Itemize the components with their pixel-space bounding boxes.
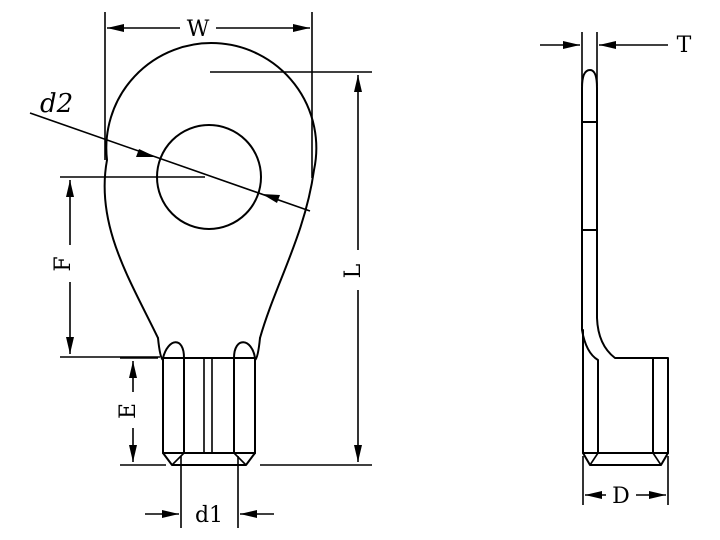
label-f: F — [51, 256, 76, 271]
dimension-d1: d1 — [145, 456, 274, 528]
label-l: L — [341, 263, 366, 278]
dimension-w: W — [104, 12, 313, 178]
label-d: D — [612, 484, 630, 509]
label-d1: d1 — [195, 503, 223, 528]
dimension-d2: d2 — [29, 89, 311, 212]
label-w: W — [187, 17, 210, 42]
label-d2: d2 — [40, 89, 73, 119]
dimension-t: T — [540, 32, 692, 86]
side-tongue — [581, 69, 669, 454]
dimension-e: E — [116, 357, 166, 466]
label-t: T — [677, 33, 692, 58]
side-view — [581, 69, 669, 466]
front-view — [103, 42, 318, 466]
ring-body-outline — [103, 42, 318, 339]
dimension-d: D — [582, 456, 669, 509]
dimension-f: F — [51, 176, 205, 358]
dimension-l: L — [210, 71, 372, 466]
neck-inner-right — [233, 341, 256, 359]
neck-inner-left — [162, 341, 185, 359]
barrel — [162, 357, 256, 466]
label-e: E — [116, 403, 141, 419]
